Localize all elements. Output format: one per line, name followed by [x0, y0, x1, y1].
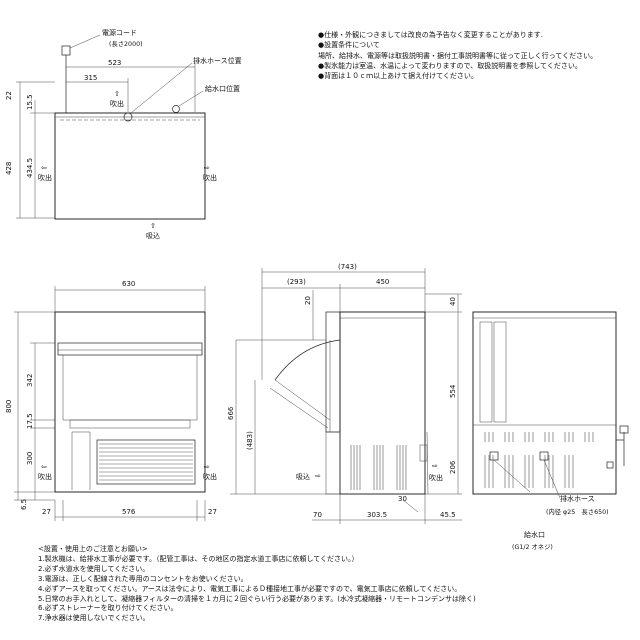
rear-view: 排水ホース (内径 φ25 長さ650) 給水口 (G1/2 オネジ) — [472, 311, 629, 551]
front-view-body — [54, 311, 206, 493]
dim-27-left: 27 — [42, 508, 51, 516]
power-plug — [61, 45, 71, 56]
front-arrow-right-icon: ⇨ — [204, 463, 210, 471]
usage-note-item: 1.製氷機は、給排水工事が必要です。（配管工事は、その地区の指定水道工事店に依頼… — [38, 554, 359, 563]
water-inlet-spec: (G1/2 オネジ) — [512, 543, 553, 551]
arrow-right-icon: ⇨ — [204, 164, 210, 172]
front-view: 630 800 342 17.5 300 6.5 27 576 27 ⇦ 吹出 … — [5, 280, 217, 521]
dim-483: (483) — [246, 431, 254, 450]
front-arrow-left-icon: ⇦ — [41, 463, 47, 471]
rear-view-body — [472, 311, 617, 495]
drain-hose-spec: (内径 φ25 長さ650) — [546, 507, 609, 516]
dim-800: 800 — [5, 400, 13, 413]
power-cord-length: (長さ2000) — [109, 40, 143, 48]
note-line: ●製氷能力は室温、水温によって変わりますので、取扱説明書を参照してください。 — [318, 61, 582, 70]
dim-434-5: 434.5 — [26, 158, 34, 178]
front-blow-right-label: 吹出 — [203, 472, 217, 481]
dim-27-right: 27 — [208, 508, 217, 516]
dim-743: (743) — [338, 263, 357, 271]
dim-315: 315 — [84, 74, 97, 82]
front-louver — [96, 439, 196, 485]
dim-22: 22 — [5, 91, 13, 100]
dim-206: 206 — [449, 460, 457, 474]
dim-300: 300 — [26, 452, 34, 465]
usage-notes-title: <設置・使用上のご注意とお願い> — [38, 545, 148, 553]
front-door — [57, 342, 203, 356]
top-view: 電源コード (長さ2000) 523 315 排水ホース位置 給水口位置 ⇧ 吹… — [5, 28, 242, 240]
rear-drain-fitting — [489, 451, 499, 461]
front-blow-left-label: 吹出 — [38, 472, 52, 481]
dim-666: 666 — [227, 406, 235, 420]
blow-left-label: 吹出 — [38, 173, 52, 182]
dim-342: 342 — [26, 374, 34, 387]
side-louvers — [350, 445, 407, 490]
drain-position-marker — [123, 112, 133, 122]
side-intake-label: 吸込 — [296, 472, 310, 481]
arrow-up-icon: ⇧ — [114, 90, 120, 98]
note-line: ●仕様・外観につきましては改良の為予告なく変更することがあります. — [318, 31, 543, 39]
dim-70: 70 — [313, 511, 322, 519]
side-blow-arrow-icon: ⇨ — [432, 462, 438, 470]
usage-note-item: 4.必ずアースを取ってください。アースは法令により、電気工事によるＤ種接地工事が… — [38, 584, 462, 593]
note-line: ●設置条件について — [318, 41, 380, 50]
dim-17-5: 17.5 — [26, 413, 34, 429]
usage-note-item: 7.浄水器は使用しないでください。 — [38, 614, 150, 623]
dim-428: 428 — [5, 162, 13, 175]
blow-right-label: 吹出 — [203, 173, 217, 182]
intake-bottom-label: 吸込 — [146, 231, 160, 240]
dim-20: 20 — [304, 296, 312, 305]
side-intake-arrow-icon: ⇨ — [315, 472, 321, 480]
arrow-up-intake-icon: ⇧ — [150, 222, 156, 230]
dim-303-5: 303.5 — [367, 511, 387, 519]
top-view-body — [54, 112, 206, 220]
dim-45-5: 45.5 — [440, 511, 456, 519]
side-view-body — [339, 311, 426, 495]
blow-top-label: 吹出 — [110, 99, 124, 108]
drain-position-label: 排水ホース位置 — [193, 56, 242, 65]
note-line: 場所、給排水、電源等は取扱説明書・据付工事説明書等に従って正しく行ってください。 — [318, 51, 598, 60]
dim-15-5: 15.5 — [26, 94, 34, 110]
note-line: ●背面は１０ｃｍ以上あけて据え付けてください。 — [318, 72, 478, 81]
dim-6-5: 6.5 — [20, 499, 28, 510]
arrow-left-icon: ⇦ — [41, 164, 47, 172]
rear-louvers — [484, 432, 594, 488]
door-swing-arc — [274, 339, 341, 381]
rear-water-fitting — [539, 451, 549, 461]
usage-note-item: 6.必ずストレーナーを取り付けてください。 — [38, 604, 178, 613]
dim-40: 40 — [449, 297, 457, 306]
front-upper-panel — [69, 419, 191, 429]
usage-note-item: 5.日常のお手入れとして、凝縮器フィルターの清掃を１カ月に２回ぐらい行う必要があ… — [38, 594, 476, 603]
dim-293: (293) — [287, 278, 306, 286]
dim-523: 523 — [108, 59, 121, 67]
usage-notes: <設置・使用上のご注意とお願い> 1.製氷機は、給排水工事が必要です。（配管工事… — [38, 545, 598, 624]
drain-hose-label: 排水ホース — [560, 494, 595, 503]
dim-30: 30 — [398, 495, 407, 503]
water-inlet-position-marker — [172, 105, 180, 113]
side-view: (743) (293) 450 20 40 554 666 (483) 206 … — [227, 263, 462, 524]
water-inlet-position-label: 給水口位置 — [205, 84, 240, 93]
usage-note-item: 2.必ず水道水を使用してください。 — [38, 564, 150, 573]
general-notes: ●仕様・外観につきましては改良の為予告なく変更することがあります. ●設置条件に… — [318, 30, 636, 81]
dim-630: 630 — [122, 280, 135, 288]
power-cord-label: 電源コード — [102, 28, 137, 37]
dim-554: 554 — [449, 384, 457, 398]
side-door — [325, 311, 341, 433]
side-blow-label: 吹出 — [429, 473, 443, 482]
water-inlet-label: 給水口 — [524, 530, 545, 539]
dim-576: 576 — [122, 508, 136, 516]
dim-450: 450 — [376, 278, 389, 286]
usage-note-item: 3.電源は、正しく配線された専用のコンセントをお使いください。 — [38, 574, 248, 583]
